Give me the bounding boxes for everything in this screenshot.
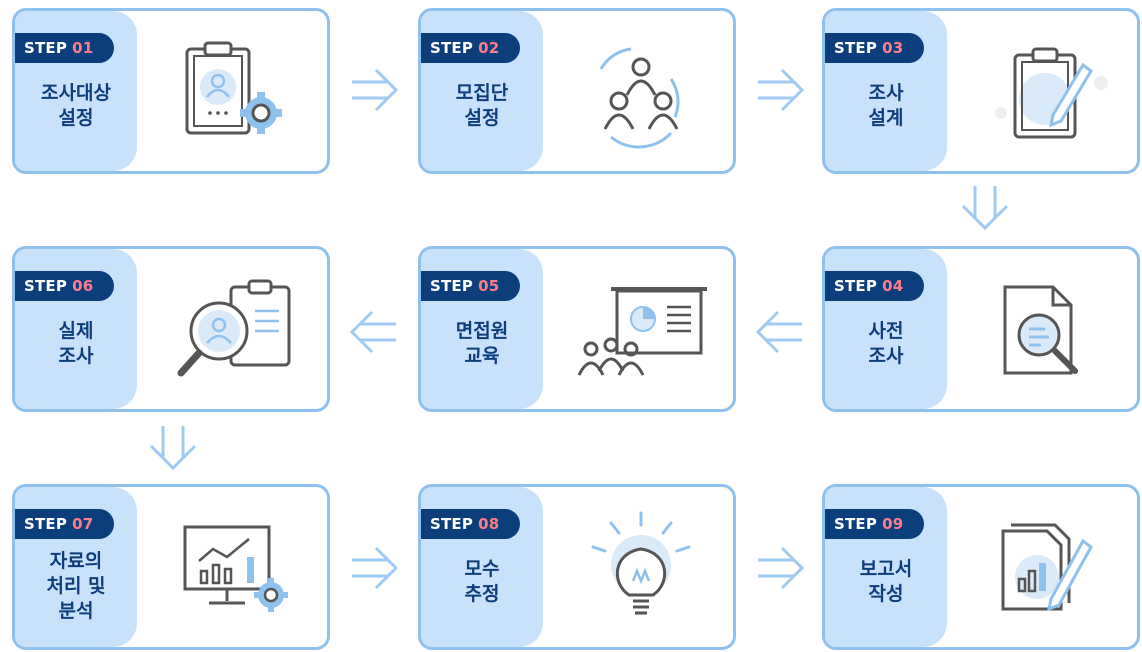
document-magnifier-icon [1003, 285, 1078, 375]
step-number: 09 [882, 515, 904, 533]
right-arrow-icon [758, 546, 805, 590]
clipboard-person-gear-icon [185, 41, 282, 135]
step-number: 02 [478, 39, 500, 57]
step-number: 08 [478, 515, 500, 533]
left-arrow-icon [755, 310, 802, 354]
step-label: STEP [430, 277, 474, 295]
left-arrow-icon [349, 310, 396, 354]
lightbulb-icon [591, 511, 691, 615]
magnifier-clipboard-icon [177, 279, 291, 377]
down-arrow-icon [149, 426, 197, 471]
step-label: STEP [24, 515, 68, 533]
step-label: STEP [430, 515, 474, 533]
step-number: 04 [882, 277, 904, 295]
step-label: STEP [24, 277, 68, 295]
down-arrow-icon [961, 186, 1009, 231]
report-chart-pencil-icon [1001, 523, 1093, 612]
presentation-audience-icon [577, 287, 707, 376]
step-number: 01 [72, 39, 94, 57]
group-cycle-icon [599, 47, 680, 149]
right-arrow-icon [352, 546, 399, 590]
step-number: 07 [72, 515, 94, 533]
step-label: STEP [834, 515, 878, 533]
step-label: STEP [430, 39, 474, 57]
step-number: 03 [882, 39, 904, 57]
step-number: 06 [72, 277, 94, 295]
monitor-chart-gear-icon [183, 525, 288, 612]
step-label: STEP [834, 39, 878, 57]
step-label: STEP [24, 39, 68, 57]
clipboard-pencil-icon [995, 47, 1108, 139]
step-label: STEP [834, 277, 878, 295]
step-number: 05 [478, 277, 500, 295]
right-arrow-icon [758, 68, 805, 112]
right-arrow-icon [352, 68, 399, 112]
